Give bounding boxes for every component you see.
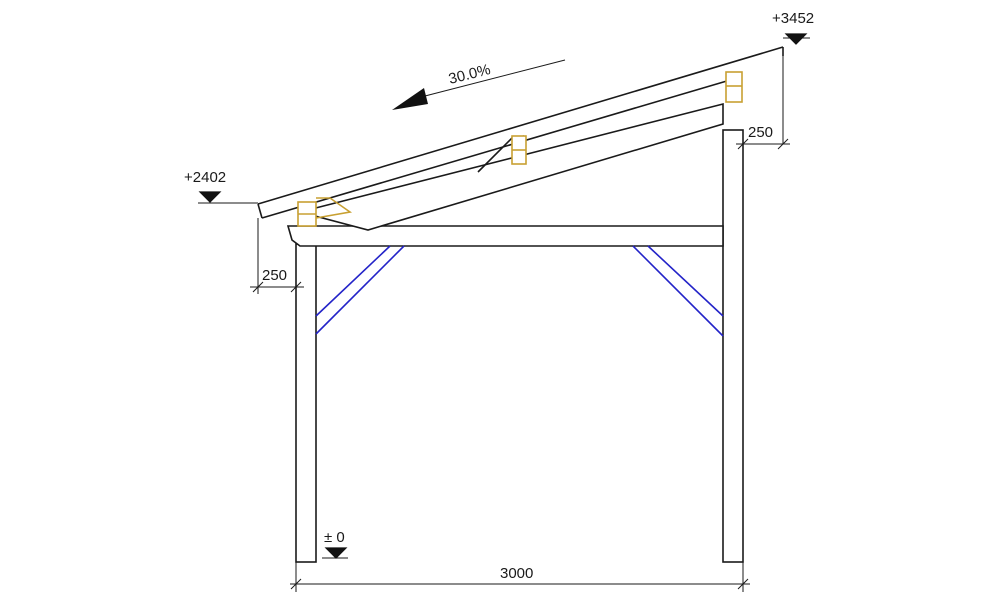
right-knee-brace-outer xyxy=(647,245,724,317)
roof-bottom-edge xyxy=(261,77,738,219)
left-overhang-dimension xyxy=(250,218,304,294)
slope-line xyxy=(424,59,566,97)
rafter xyxy=(296,102,724,231)
left-overhang-label: 250 xyxy=(262,267,287,284)
ground-elevation-label: ± 0 xyxy=(324,529,345,546)
tie-beam xyxy=(286,225,724,247)
right-overhang-label: 250 xyxy=(748,124,773,141)
ridge-elevation-label: +3452 xyxy=(772,10,814,27)
span-dimension xyxy=(290,562,750,592)
eave-elevation-label: +2402 xyxy=(184,169,226,186)
left-knee-brace-inner xyxy=(315,245,405,335)
ridge-purlin-connector xyxy=(725,71,743,103)
slope-arrow xyxy=(392,88,428,110)
eave-elevation-mark xyxy=(198,191,258,204)
span-dimension-label: 3000 xyxy=(500,565,533,582)
roof-top-edge xyxy=(257,46,784,205)
eave-connector xyxy=(297,197,353,227)
mid-purlin-connector xyxy=(511,135,527,165)
ground-elevation-mark xyxy=(322,547,348,559)
right-post xyxy=(722,129,744,563)
slope-label: 30.0% xyxy=(447,61,492,88)
right-overhang-dimension xyxy=(736,138,790,150)
left-post xyxy=(295,243,317,563)
right-knee-brace-inner xyxy=(632,245,724,337)
left-knee-brace-outer xyxy=(315,245,391,317)
roof-left-end xyxy=(257,203,263,219)
ridge-elevation-mark xyxy=(782,33,810,144)
